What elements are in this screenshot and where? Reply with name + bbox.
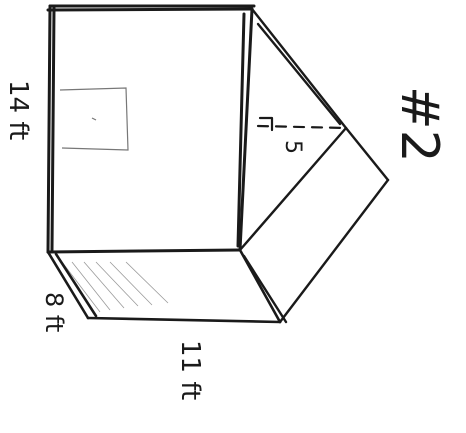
- roof-height-label: 5: [280, 140, 305, 154]
- front-face: [46, 4, 256, 254]
- height-label: 14 ft: [3, 80, 33, 140]
- door-sketch: [59, 87, 129, 151]
- roof-side: [242, 126, 390, 324]
- depth-face: [46, 248, 282, 324]
- depth-face-shading: [61, 261, 169, 313]
- depth-label: 8 ft: [40, 292, 68, 332]
- roof-height-line: [256, 116, 348, 132]
- problem-number: #2: [389, 86, 449, 163]
- roof-front: [238, 7, 348, 252]
- width-label: 11 ft: [175, 340, 205, 400]
